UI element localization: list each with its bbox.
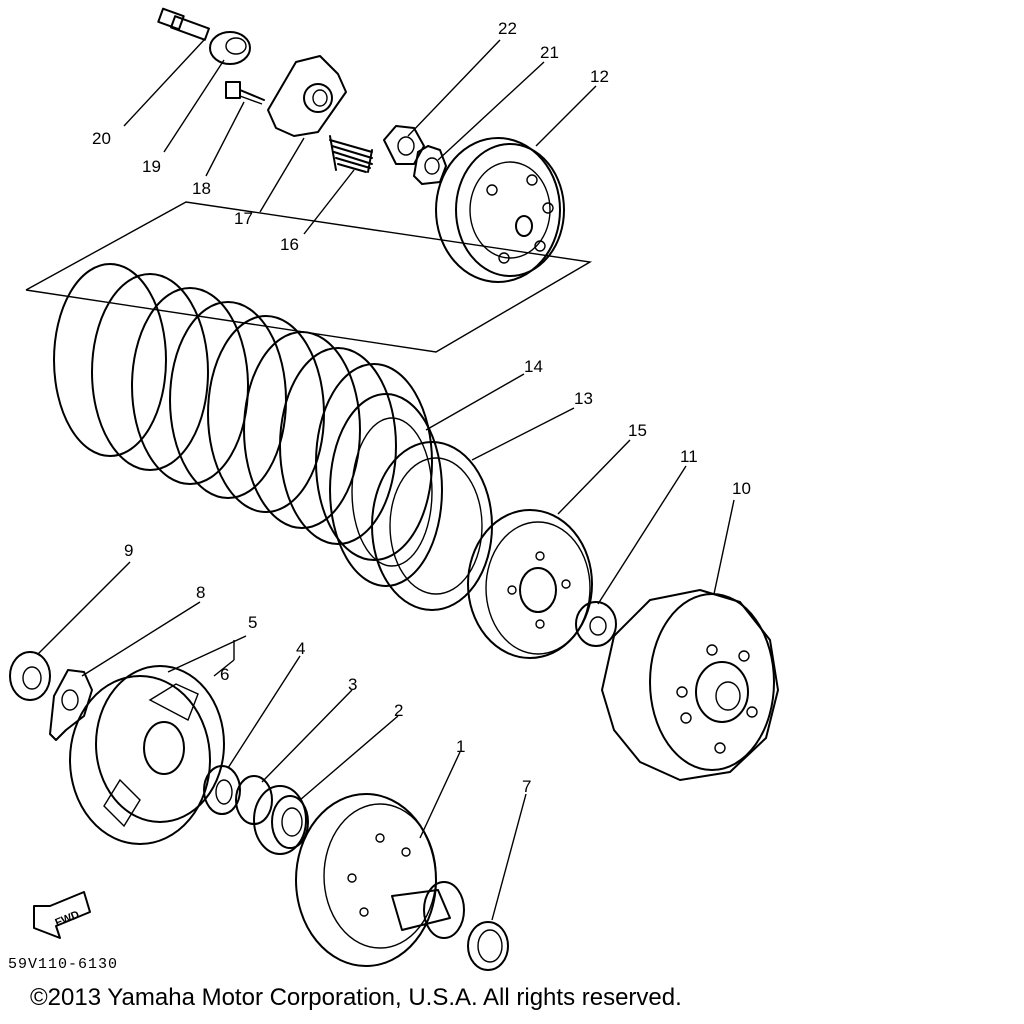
callout-20: 20 [92,129,111,148]
part-8-plate [49,669,93,741]
part-1-clutch-carrier [295,793,465,967]
part-7-washer [467,921,509,971]
part-16-spring [329,135,373,173]
callout-22: 22 [498,19,517,38]
callout-21: 21 [540,43,559,62]
part-10-clutch-housing [601,589,779,781]
plate-set-bracket [25,201,593,353]
callout-4: 4 [296,639,305,658]
callout-labels: 1 2 3 4 5 6 7 8 9 10 11 12 13 14 15 16 1… [92,19,751,796]
callout-19: 19 [142,157,161,176]
callout-16: 16 [280,235,299,254]
callout-3: 3 [348,675,357,694]
part-19-bearing [209,31,251,65]
callout-14: 14 [524,357,543,376]
diagram-code: 59V110-6130 [8,956,119,973]
fwd-label: FWD [53,909,81,930]
part-21-lock-washer [413,145,447,185]
callout-9: 9 [124,541,133,560]
part-18-bolt [225,81,265,105]
callout-8: 8 [196,583,205,602]
leader-lines [37,39,735,921]
callout-15: 15 [628,421,647,440]
callout-2: 2 [394,701,403,720]
callout-7: 7 [522,777,531,796]
callout-1: 1 [456,737,465,756]
part-22-nut [383,125,425,165]
callout-13: 13 [574,389,593,408]
part-20-bolt [157,7,210,41]
callout-11: 11 [680,447,698,466]
copyright-notice: ©2013 Yamaha Motor Corporation, U.S.A. A… [30,984,682,1011]
clutch-plate-stack [53,263,433,561]
part-15-pressure-plate [467,509,593,659]
part-2-needle-bearing [253,785,309,855]
fwd-arrow: FWD [33,891,91,939]
callout-6: 6 [220,665,229,684]
clutch-exploded-diagram: 1 2 3 4 5 6 7 8 9 10 11 12 13 14 15 16 1… [9,7,779,971]
part-9-washer [9,651,51,701]
callout-18: 18 [192,179,211,198]
callout-10: 10 [732,479,751,498]
callout-5: 5 [248,613,257,632]
callout-12: 12 [590,67,609,86]
part-5-6-centrifugal-clutch [69,665,225,845]
part-17-plate [267,55,347,137]
part-4-washer [203,765,241,815]
part-14-friction-plate [329,393,443,587]
callout-17: 17 [234,209,253,228]
part-11-washer [575,601,617,647]
part-12-clutch-boss [435,137,565,283]
